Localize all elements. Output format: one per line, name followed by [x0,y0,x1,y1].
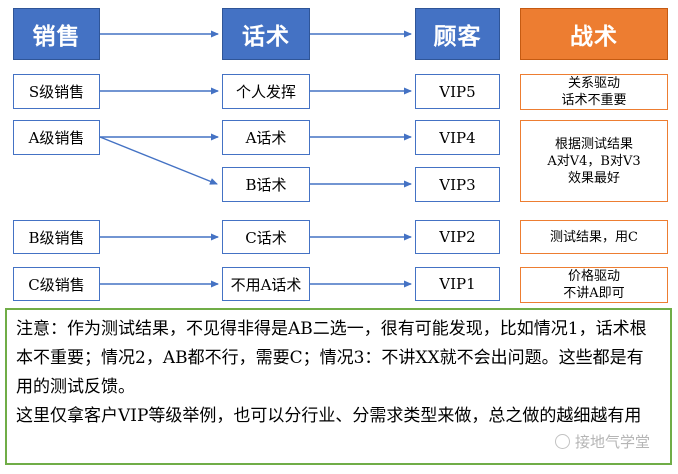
vip-box-3: VIP3 [415,167,500,202]
tactic-line: 测试结果，用C [550,229,638,245]
script-box-a: A话术 [222,120,310,155]
sales-box-c: C级销售 [13,267,100,301]
watermark-logo-icon [554,434,570,449]
header-customer: 顾客 [415,8,500,60]
tactic-line: 根据测试结果 [554,136,633,152]
tactic-line: 关系驱动 [567,76,620,91]
header-tactic: 战术 [520,8,668,60]
tactic-line: A对V4，B对V3 [547,153,641,169]
note-paragraph-1: 注意：作为测试结果，不见得非得是AB二选一，很有可能发现，比如情况1，话术根本不… [16,319,647,397]
script-box-c: C话术 [222,220,310,254]
header-script: 话术 [222,8,310,60]
vip-box-4: VIP4 [415,120,500,155]
tactic-line: 价格驱动 [567,269,620,284]
tactic-line: 效果最好 [567,170,620,186]
sales-box-b: B级销售 [13,220,100,254]
tactic-line: 不讲A即可 [563,286,625,301]
tactic-line: 话术不重要 [561,93,627,108]
header-sales: 销售 [13,8,100,60]
watermark: 接地气学堂 [554,431,650,452]
note-box: 注意：作为测试结果，不见得非得是AB二选一，很有可能发现，比如情况1，话术根本不… [5,308,672,465]
tactic-box-use-c: 测试结果，用C [520,220,668,254]
vip-box-1: VIP1 [415,267,500,301]
vip-box-5: VIP5 [415,74,500,109]
tactic-box-test-result: 根据测试结果 A对V4，B对V3 效果最好 [520,120,668,202]
watermark-label: 接地气学堂 [574,433,650,451]
script-box-b: B话术 [222,167,310,202]
note-paragraph-2: 这里仅拿客户VIP等级举例，也可以分行业、分需求类型来做，总之做的越细越有用 [16,406,642,426]
sales-box-s: S级销售 [13,74,100,109]
tactic-box-relationship: 关系驱动 话术不重要 [520,74,668,110]
vip-box-2: VIP2 [415,220,500,254]
script-box-not-a: 不用A话术 [222,267,310,301]
tactic-box-price: 价格驱动 不讲A即可 [520,267,668,303]
script-box-personal: 个人发挥 [222,74,310,109]
sales-box-a: A级销售 [13,120,100,155]
